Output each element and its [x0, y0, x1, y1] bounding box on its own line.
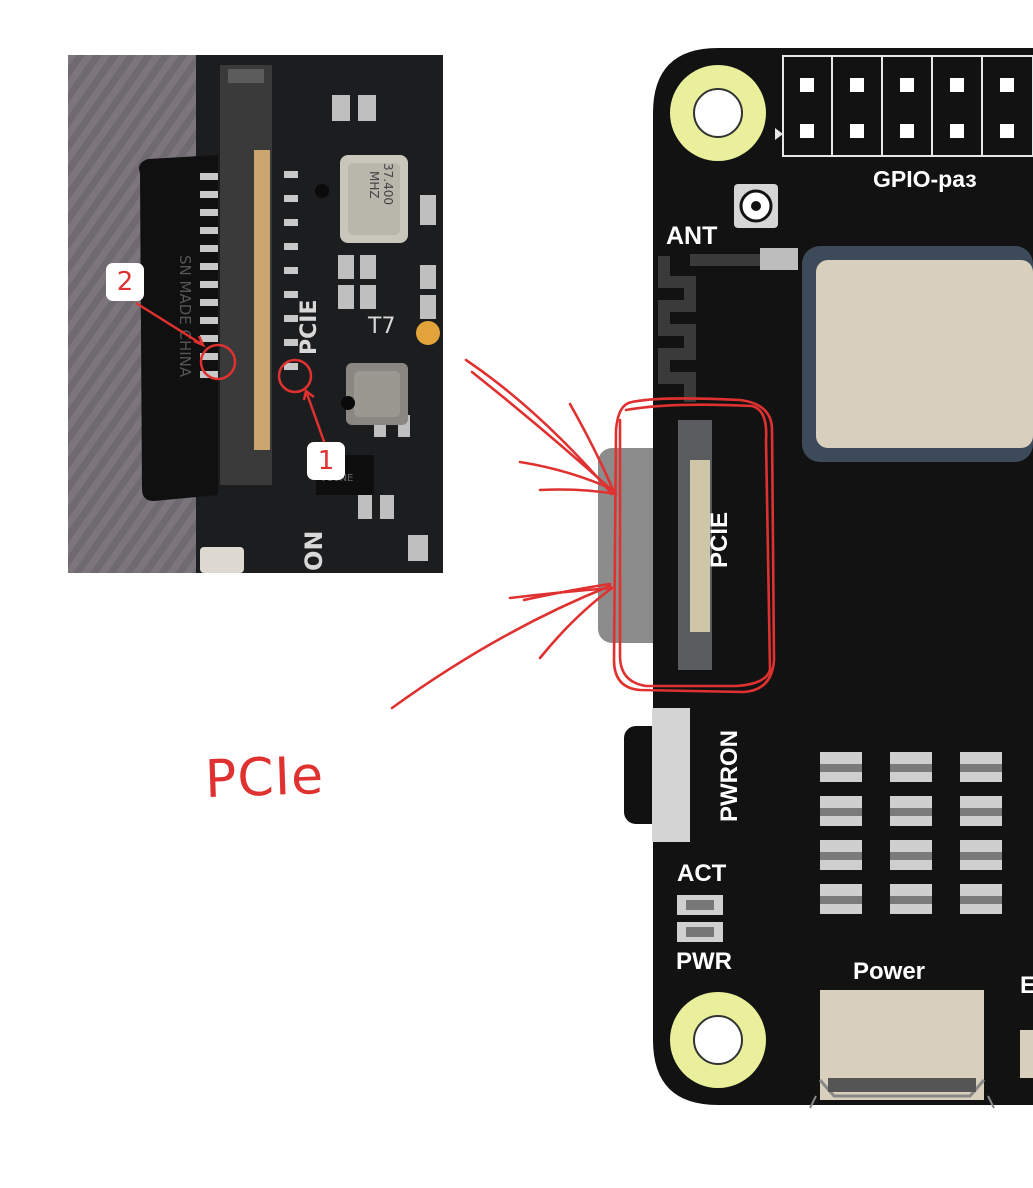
gpio-label: GPIO-раз	[873, 166, 977, 192]
flex-cable	[139, 155, 218, 501]
pwron-label: PWRON	[716, 730, 743, 822]
edge-port	[1020, 1030, 1033, 1078]
photo-illustration: SN MADE CHINA 37.400 MHZ	[68, 55, 443, 573]
marker-circle-2	[199, 343, 237, 381]
connector-pins	[200, 171, 298, 378]
edge-label: E	[1020, 972, 1033, 999]
crystal-freq: 37.400	[381, 163, 395, 205]
power-label: Power	[853, 958, 926, 985]
wifi-module	[816, 260, 1033, 448]
antenna-feed	[760, 248, 798, 270]
pwr-label: PWR	[676, 948, 732, 975]
pcie-connector-label: PCIE	[706, 511, 733, 569]
gpio-header	[775, 55, 1033, 157]
marker-2-label: 2	[106, 263, 144, 301]
annotation-text-pcie: PCIe	[203, 745, 326, 811]
marker-arrow-1	[302, 388, 328, 448]
silk-t7: T7	[367, 314, 395, 339]
ant-label: ANT	[666, 222, 718, 250]
marker-arrow-2	[135, 301, 206, 348]
board-photo: SN MADE CHINA 37.400 MHZ	[68, 55, 443, 573]
silk-on: ON	[300, 531, 328, 572]
marker-1-label: 1	[307, 442, 345, 480]
act-label: ACT	[677, 860, 727, 887]
memory-chip	[816, 748, 1033, 934]
crystal-unit: MHZ	[367, 171, 381, 199]
small-connector	[200, 547, 244, 573]
silk-pcie: PCIE	[297, 300, 322, 355]
pwron-button	[652, 708, 690, 842]
marker-circle-1	[277, 358, 313, 394]
flex-text: SN MADE CHINA	[176, 255, 194, 378]
gold-pad	[416, 321, 440, 345]
